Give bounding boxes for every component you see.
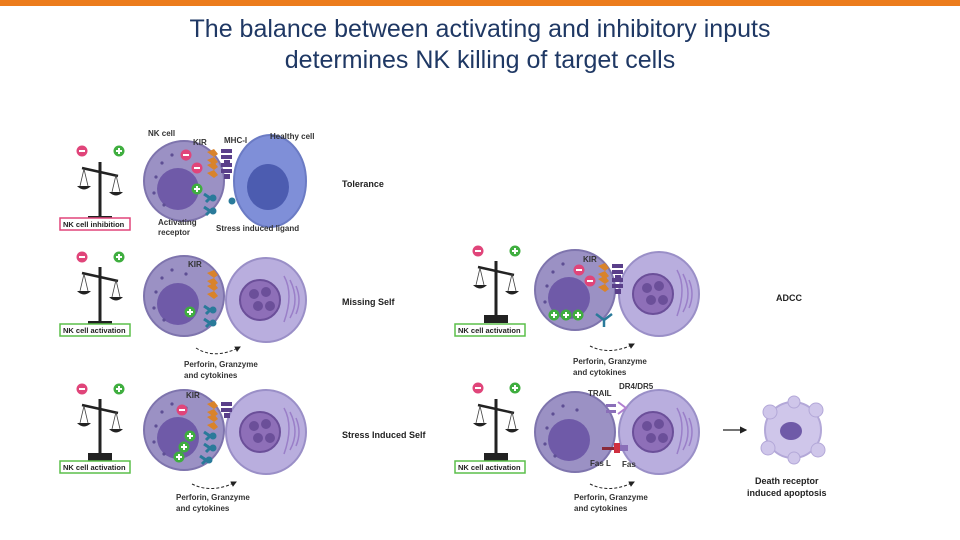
plus-icon [113, 145, 125, 157]
minus-icon [573, 264, 585, 276]
apoptotic-cell [760, 395, 826, 465]
activation-box [59, 460, 131, 474]
release-arrow [589, 343, 635, 351]
trail-receptor-icon [606, 401, 628, 415]
fas-label: Fas [622, 460, 636, 469]
title-line-1: The balance between activating and inhib… [189, 15, 771, 43]
release-arrow [195, 346, 241, 355]
stress-ligand-icon [228, 197, 236, 205]
panel-adcc: NK cell activation KIR ADCC Perforin, Gr… [454, 245, 802, 377]
stress-ligand-label: Stress induced ligand [216, 224, 299, 233]
perforin-label-2: and cytokines [176, 504, 230, 513]
release-arrow [589, 481, 635, 489]
activating-label-1: Activating [158, 218, 197, 227]
perforin-label-1: Perforin, Granzyme [573, 357, 647, 366]
kir-label: KIR [583, 255, 597, 264]
activating-label-2: receptor [158, 228, 190, 237]
mhc-molecule-icon [221, 149, 232, 165]
activation-box-label: NK cell activation [63, 463, 126, 472]
balance-scale-icon [75, 160, 125, 226]
antibody-icon [595, 313, 613, 327]
plus-icon [560, 309, 572, 321]
activation-box [454, 460, 526, 474]
inhibition-box [59, 217, 131, 231]
activation-box-label: NK cell activation [63, 326, 126, 335]
minus-icon [180, 149, 192, 161]
plus-icon [509, 382, 521, 394]
panel-stress-induced-self: NK cell activation KIR Stress Induced Se… [59, 383, 427, 513]
perforin-label-1: Perforin, Granzyme [184, 360, 258, 369]
perforin-label-1: Perforin, Granzyme [574, 493, 648, 502]
balance-scale-icon [75, 397, 125, 463]
dr-label: DR4/DR5 [619, 382, 654, 391]
fas-ligand-icon [602, 443, 628, 453]
panel-death-receptor: NK cell activation TRAIL DR4/DR5 Fas L [454, 382, 827, 513]
minus-icon [76, 145, 88, 157]
title-line-2: determines NK killing of target cells [284, 46, 676, 74]
minus-icon [76, 383, 88, 395]
plus-icon [184, 430, 196, 442]
healthy-cell-label: Healthy cell [270, 132, 314, 141]
perforin-label-1: Perforin, Granzyme [176, 493, 250, 502]
plus-icon [173, 451, 185, 463]
plus-icon [572, 309, 584, 321]
outcome-death-receptor-1: Death receptor [755, 476, 819, 486]
minus-icon [76, 251, 88, 263]
balance-scale-icon [471, 259, 521, 325]
fasl-label: Fas L [590, 459, 611, 468]
outcome-adcc: ADCC [776, 293, 802, 303]
inhibition-box-label: NK cell inhibition [63, 220, 125, 229]
activation-box-label: NK cell activation [458, 326, 521, 335]
accent-bar [0, 0, 960, 6]
plus-icon [113, 383, 125, 395]
plus-icon [509, 245, 521, 257]
plus-icon [191, 183, 203, 195]
plus-icon [178, 441, 190, 453]
target-cell [225, 389, 307, 475]
target-cell [618, 251, 700, 337]
minus-icon [584, 275, 596, 287]
outcome-death-receptor-2: induced apoptosis [747, 488, 827, 498]
nk-cell-label: NK cell [148, 129, 175, 138]
kir-label: KIR [193, 138, 207, 147]
trail-label: TRAIL [588, 389, 612, 398]
minus-icon [472, 382, 484, 394]
outcome-stress-induced-self: Stress Induced Self [342, 430, 427, 440]
activation-box [454, 323, 526, 337]
kir-label: KIR [188, 260, 202, 269]
activation-box-label: NK cell activation [458, 463, 521, 472]
outcome-missing-self: Missing Self [342, 297, 396, 307]
slide-title: The balance between activating and inhib… [0, 14, 960, 76]
minus-icon [472, 245, 484, 257]
kir-label: KIR [186, 391, 200, 400]
healthy-cell-nucleus [247, 164, 289, 210]
target-cell [225, 257, 307, 343]
plus-icon [113, 251, 125, 263]
release-arrow [191, 481, 237, 489]
balance-scale-icon [471, 397, 521, 463]
panel-tolerance: NK cell inhibition NK cell KIR MHC-I Hea… [59, 129, 384, 237]
plus-icon [184, 306, 196, 318]
panel-missing-self: NK cell activation KIR Missing Self Perf… [59, 251, 396, 380]
minus-icon [191, 162, 203, 174]
perforin-label-2: and cytokines [184, 371, 238, 380]
plus-icon [548, 309, 560, 321]
minus-icon [176, 404, 188, 416]
perforin-label-2: and cytokines [574, 504, 628, 513]
perforin-label-2: and cytokines [573, 368, 627, 377]
mhc-label: MHC-I [224, 136, 247, 145]
activation-box [59, 323, 131, 337]
outcome-tolerance: Tolerance [342, 179, 384, 189]
balance-scale-icon [75, 265, 125, 331]
